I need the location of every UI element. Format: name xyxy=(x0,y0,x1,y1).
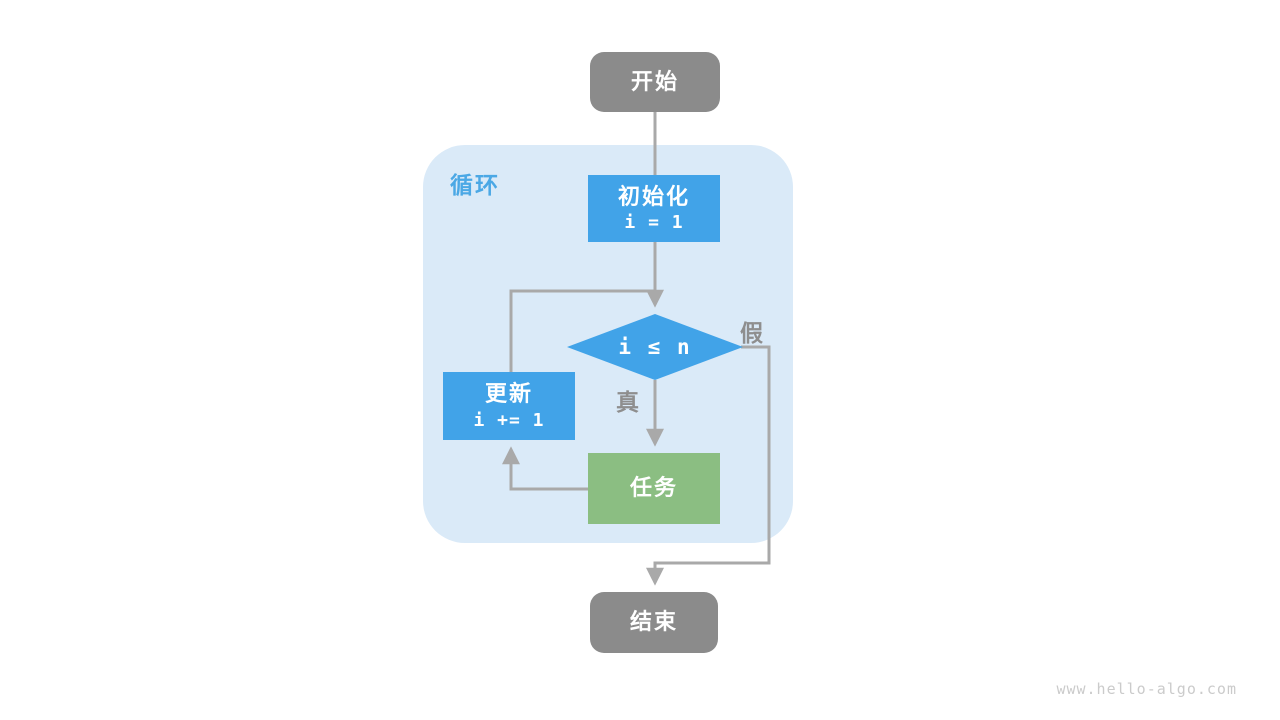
end-node-label: 结束 xyxy=(629,609,678,635)
condition-label: i ≤ n xyxy=(618,335,692,359)
start-node: 开始 xyxy=(590,52,720,112)
branch-true-label: 真 xyxy=(616,389,639,415)
task-node-label: 任务 xyxy=(629,475,678,501)
task-node: 任务 xyxy=(588,453,720,524)
init-node-code: i = 1 xyxy=(624,212,684,234)
edge-update-to-condition xyxy=(509,289,655,372)
watermark-text: www.hello-algo.com xyxy=(1056,680,1237,698)
edge-condition-false-to-end xyxy=(646,345,771,586)
init-node: 初始化 i = 1 xyxy=(588,175,720,242)
branch-false-label: 假 xyxy=(740,320,763,346)
end-node: 结束 xyxy=(590,592,718,653)
init-node-title: 初始化 xyxy=(617,183,690,209)
update-node-code: i += 1 xyxy=(473,409,545,431)
start-node-label: 开始 xyxy=(630,68,679,94)
condition-diamond xyxy=(567,314,743,380)
update-node: 更新 i += 1 xyxy=(443,372,575,440)
edge-task-to-update xyxy=(502,446,588,491)
loop-label: 循环 xyxy=(450,172,500,198)
update-node-title: 更新 xyxy=(484,381,533,406)
